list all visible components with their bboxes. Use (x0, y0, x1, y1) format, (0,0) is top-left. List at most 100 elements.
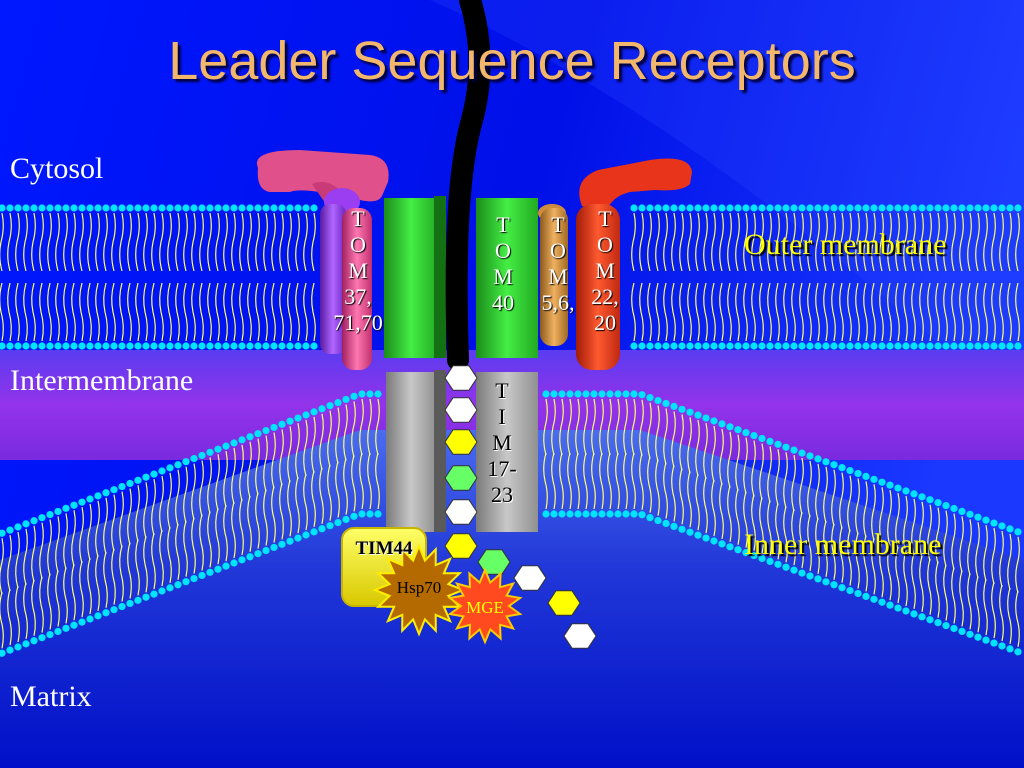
outer-lipid-tail (775, 282, 780, 342)
outer-lipid-tail (31, 282, 36, 342)
inner-lipid-head (806, 572, 814, 580)
inner-lipid-head (726, 543, 734, 551)
inner-lipid-head (238, 556, 246, 564)
inner-lipid-tail (263, 489, 268, 546)
outer-lipid-tail (751, 282, 756, 342)
peptide-residues (444, 365, 597, 649)
outer-lipid-tail (175, 282, 180, 342)
outer-lipid-head (270, 342, 278, 350)
inner-lipid-tail (655, 459, 660, 516)
inner-lipid-tail (647, 456, 652, 513)
inner-lipid-head (254, 550, 262, 558)
outer-lipid-tail (87, 212, 92, 272)
inner-membrane (0, 390, 1022, 657)
matrix-label: Matrix (10, 680, 92, 713)
inner-lipid-head (686, 528, 694, 536)
outer-lipid-head (662, 204, 670, 212)
outer-lipid-tail (1007, 212, 1012, 272)
outer-lipid-tail (639, 282, 644, 342)
inner-lipid-head (302, 531, 310, 539)
outer-lipid-tail (191, 282, 196, 342)
outer-lipid-head (6, 342, 14, 350)
outer-lipid-tail (855, 212, 860, 272)
inner-lipid-head (350, 512, 358, 520)
outer-lipid-head (62, 204, 70, 212)
outer-lipid-head (174, 342, 182, 350)
outer-lipid-tail (967, 212, 972, 272)
outer-lipid-head (294, 204, 302, 212)
background-sheen (430, 0, 1024, 420)
outer-lipid-tail (935, 282, 940, 342)
inner-lipid-head (950, 624, 958, 633)
outer-lipid-tail (7, 212, 12, 272)
tom5-cylinder (540, 208, 568, 346)
inner-lipid-head (862, 472, 870, 480)
inner-lipid-head (350, 392, 358, 400)
outer-lipid-tail (103, 282, 108, 342)
outer-lipid-tail (143, 282, 148, 342)
outer-lipid-head (94, 204, 102, 212)
inner-lipid-head (246, 433, 254, 441)
inner-lipid-head (1006, 645, 1014, 653)
outer-lipid-tail (87, 282, 92, 342)
outer-lipid-tail (63, 212, 68, 272)
outer-lipid-tail (975, 212, 980, 272)
inner-lipid-tail (183, 466, 188, 523)
inner-lipid-tail (207, 511, 212, 568)
outer-lipid-tail (903, 212, 908, 272)
outer-lipid-tail (679, 282, 684, 342)
outer-lipid-tail (191, 212, 196, 272)
inner-lipid-tail (967, 519, 972, 576)
outer-lipid-tail (687, 212, 692, 272)
outer-lipid-tail (695, 282, 700, 342)
inner-lipid-tail (967, 573, 972, 630)
inner-lipid-head (590, 390, 598, 398)
inner-lipid-head (790, 566, 798, 574)
outer-lipid-head (70, 342, 78, 350)
inner-lipid-tail (23, 582, 28, 640)
inner-lipid-tail (95, 554, 100, 612)
inner-lipid-head (142, 473, 150, 481)
outer-lipid-tail (863, 212, 868, 272)
inner-lipid-tail (567, 452, 572, 510)
inner-lipid-tail (727, 431, 732, 488)
inner-lipid-head (70, 501, 78, 509)
inner-lipid-tail (951, 513, 956, 570)
outer-lipid-head (742, 204, 750, 212)
inner-lipid-tail (791, 455, 796, 512)
outer-lipid-head (230, 342, 238, 350)
inner-lipid-tail (703, 476, 708, 534)
outer-lipid-head (710, 342, 718, 350)
inner-lipid-head (790, 446, 798, 454)
inner-lipid-head (598, 510, 606, 518)
outer-lipid-head (718, 204, 726, 212)
outer-lipid-head (62, 342, 70, 350)
inner-lipid-tail (775, 503, 780, 560)
inner-lipid-tail (959, 570, 964, 627)
inner-lipid-tail (95, 500, 100, 558)
outer-lipid-tail (767, 282, 772, 342)
cytosol-label: Cytosol (10, 152, 104, 185)
inner-lipid-tail (199, 460, 204, 517)
outer-lipid-tail (135, 282, 140, 342)
outer-lipid-head (38, 204, 46, 212)
tom37-label: T O M 37, 71,70 (333, 206, 383, 335)
inner-lipid-tail (127, 542, 132, 599)
outer-lipid-tail (1007, 282, 1012, 342)
inner-lipid-head (302, 411, 310, 419)
outer-lipid-head (758, 342, 766, 350)
outer-lipid-head (30, 204, 38, 212)
inner-lipid-head (750, 551, 758, 560)
hsp70-label: Hsp70 (396, 578, 442, 597)
outer-lipid-tail (95, 212, 100, 272)
inner-lipid-tail (103, 497, 108, 554)
outer-lipid-head (118, 342, 126, 350)
inner-lipid-tail (719, 428, 724, 486)
inner-lipid-tail (799, 457, 804, 515)
outer-lipid-tail (631, 212, 636, 272)
outer-lipid-tail (271, 282, 276, 342)
outer-lipid-head (270, 204, 278, 212)
peptide-hexagon (444, 533, 478, 559)
inner-lipid-head (182, 458, 190, 466)
inner-lipid-tail (759, 443, 764, 500)
